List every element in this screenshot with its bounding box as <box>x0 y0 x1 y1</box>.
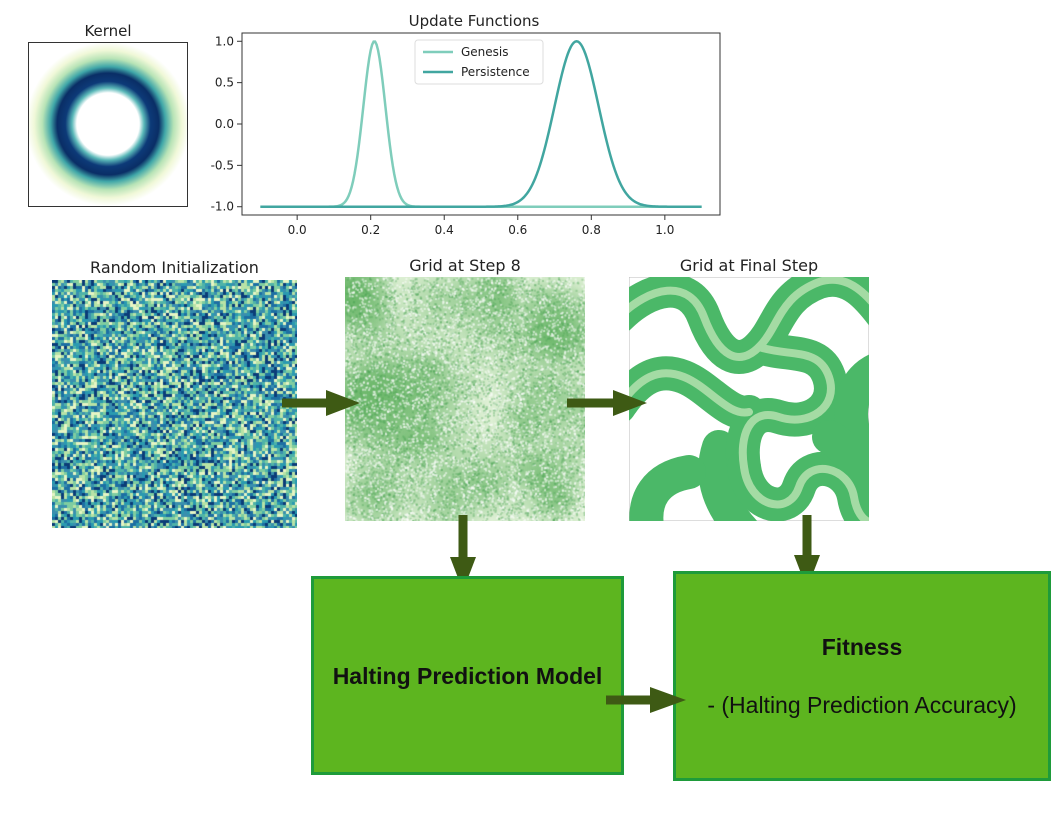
arrow-model-to-fitness <box>606 687 686 713</box>
update-functions-chart: -1.0 -0.5 0.0 0.5 1.0 0.0 0.2 0.4 0.6 0.8 1.0 Gen… <box>211 32 721 237</box>
halting-prediction-model-box: Halting Prediction Model <box>311 576 624 775</box>
x-tick-label: 0.2 <box>361 223 380 237</box>
step8-title: Grid at Step 8 <box>409 256 521 275</box>
series-line-persistence <box>260 39 702 208</box>
kernel-title: Kernel <box>84 22 132 40</box>
x-tick-label: 0.8 <box>582 223 601 237</box>
x-tick-label: 0.6 <box>508 223 527 237</box>
x-tick-label: 0.0 <box>288 223 307 237</box>
random-initialization-grid <box>52 280 297 528</box>
y-tick-label: -1.0 <box>211 200 234 214</box>
y-tick-label: 1.0 <box>215 34 234 48</box>
step8-grid <box>345 277 585 521</box>
chart-title: Update Functions <box>408 12 540 30</box>
x-tick-label: 1.0 <box>655 223 674 237</box>
final-step-grid <box>629 277 869 521</box>
halting-model-label: Halting Prediction Model <box>332 663 603 689</box>
legend-label: Genesis <box>461 45 509 59</box>
arrow-step8-to-model <box>450 515 476 591</box>
x-tick-label: 0.4 <box>435 223 454 237</box>
fitness-box: Fitness - (Halting Prediction Accuracy) <box>673 571 1051 781</box>
legend-label: Persistence <box>461 65 530 79</box>
random-init-title: Random Initialization <box>90 258 259 277</box>
y-tick-label: 0.5 <box>215 76 234 90</box>
y-tick-label: 0.0 <box>215 117 234 131</box>
arrow-step8-to-final <box>567 390 647 416</box>
kernel-image <box>28 42 188 207</box>
fitness-subtitle: - (Halting Prediction Accuracy) <box>707 692 1017 718</box>
y-tick-label: -0.5 <box>211 158 234 172</box>
fitness-title: Fitness <box>821 634 903 660</box>
final-title: Grid at Final Step <box>679 256 819 275</box>
arrow-random-to-step8 <box>282 390 360 416</box>
